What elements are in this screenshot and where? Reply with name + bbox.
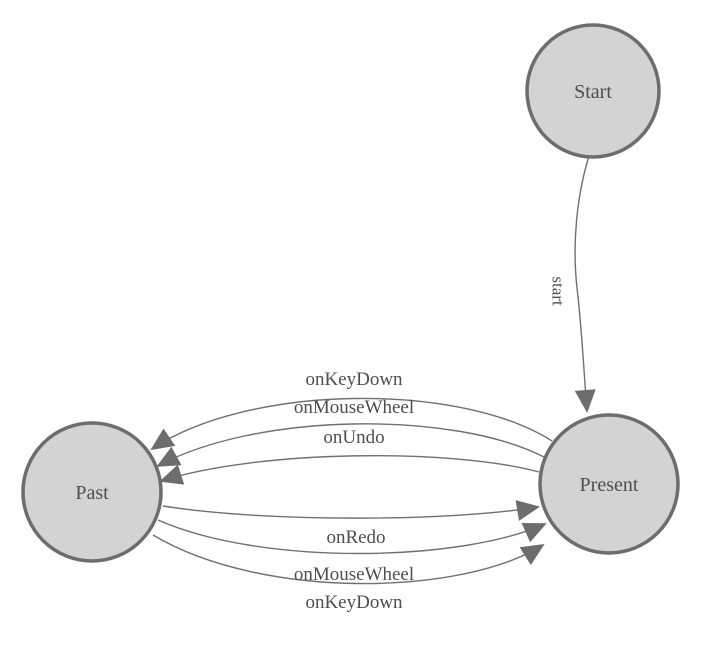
start-node-label: Start — [574, 81, 612, 103]
edge-label-onkeydown-top: onKeyDown — [305, 369, 403, 390]
edge-past-to-present-onredo — [162, 500, 540, 521]
edge-present-to-past-onmousewheel — [156, 423, 545, 467]
past-node-circle — [21, 421, 163, 563]
edge-label-onredo: onRedo — [326, 527, 385, 548]
state-node-start: Start — [525, 23, 661, 159]
edge-label-start: start — [549, 276, 568, 306]
present-node-circle — [538, 413, 680, 555]
present-node-label: Present — [580, 474, 639, 496]
edge-past-to-present-onkeydown — [152, 534, 545, 585]
edge-present-to-past-onundo — [159, 454, 540, 485]
edge-label-onmousewheel-bottom: onMouseWheel — [294, 564, 414, 585]
edge-label-onundo: onUndo — [323, 427, 384, 448]
edge-past-to-present-onmousewheel — [157, 519, 547, 555]
state-node-past: Past — [21, 421, 163, 563]
state-node-present: Present — [538, 413, 680, 555]
edge-present-to-past-onkeydown — [150, 397, 553, 451]
edge-label-onmousewheel-top: onMouseWheel — [294, 397, 414, 418]
past-node-label: Past — [75, 482, 109, 504]
edge-label-onkeydown-bottom: onKeyDown — [305, 592, 403, 613]
start-node-circle — [525, 23, 661, 159]
edge-start-to-present — [574, 155, 596, 413]
